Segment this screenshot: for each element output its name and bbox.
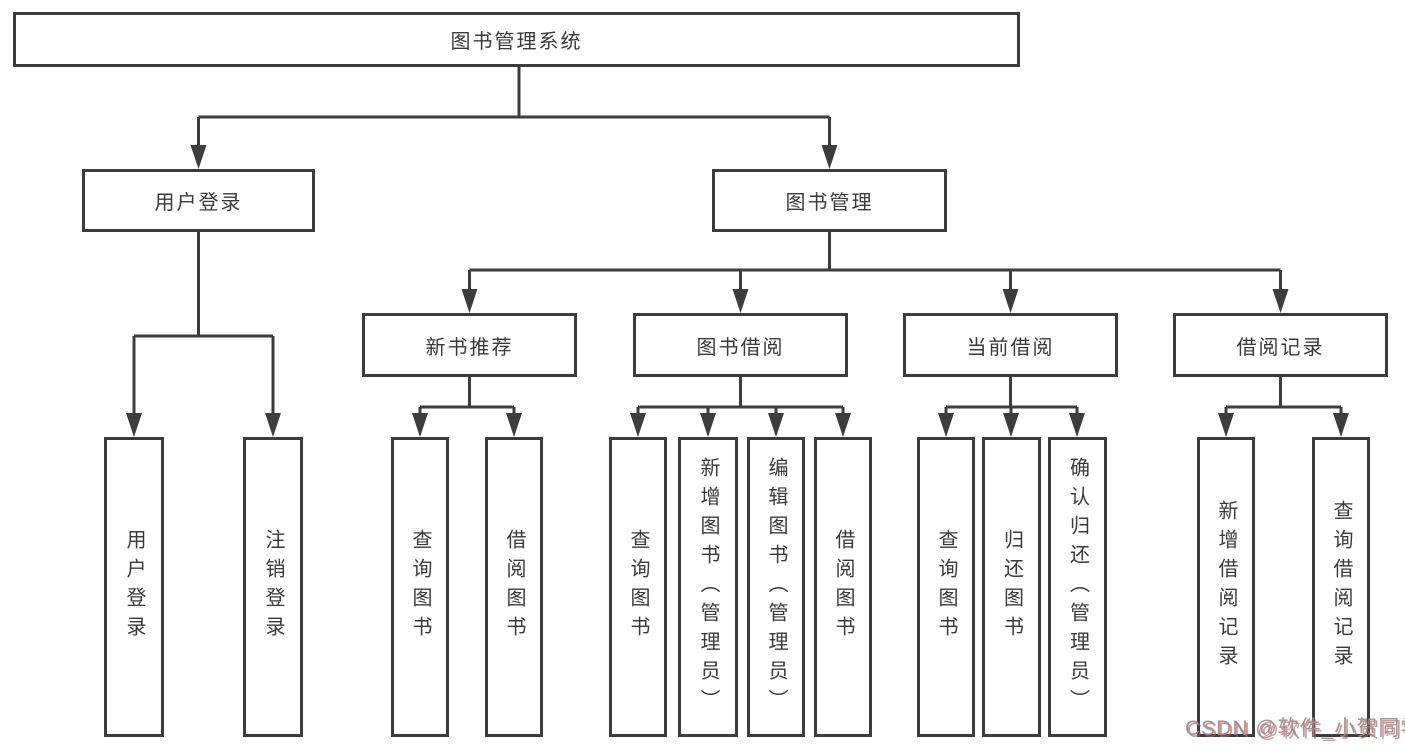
node-library-management-system: 图书管理系统	[13, 12, 1020, 67]
node-book-management: 图书管理	[712, 169, 947, 232]
leaf-query-books-recommend: 查询图书	[391, 437, 449, 737]
node-user-login: 用户登录	[82, 169, 315, 232]
connector-book-borrow-children	[630, 377, 851, 437]
connector-new-book-recommend-children	[412, 377, 522, 437]
leaf-borrow-books: 借阅图书	[814, 437, 872, 737]
node-new-book-recommend: 新书推荐	[362, 313, 577, 377]
connector-user-login-children	[126, 232, 281, 437]
leaf-query-borrow-record: 查询借阅记录	[1312, 437, 1370, 737]
node-current-borrow: 当前借阅	[903, 313, 1118, 377]
leaf-add-borrow-record: 新增借阅记录	[1197, 437, 1255, 737]
node-borrow-records: 借阅记录	[1173, 313, 1388, 377]
leaf-add-books-admin: 新增图书（管理员）	[678, 437, 738, 737]
leaf-return-books: 归还图书	[982, 437, 1041, 737]
leaf-query-books-borrow: 查询图书	[609, 437, 667, 737]
leaf-logout: 注销登录	[243, 437, 303, 737]
connector-book-management-children	[461, 232, 1289, 313]
leaf-user-login: 用户登录	[104, 437, 164, 737]
leaf-borrow-books-recommend: 借阅图书	[485, 437, 543, 737]
csdn-watermark: CSDN @软件_小贺同学	[1185, 717, 1405, 740]
connector-borrow-records-children	[1218, 377, 1349, 437]
connector-current-borrow-children	[938, 377, 1085, 437]
leaf-confirm-return-admin: 确认归还（管理员）	[1048, 437, 1107, 737]
leaf-edit-books-admin: 编辑图书（管理员）	[747, 437, 805, 737]
leaf-query-books-current: 查询图书	[917, 437, 975, 737]
node-book-borrow: 图书借阅	[633, 313, 848, 377]
connector-root-to-level2	[190, 67, 838, 169]
